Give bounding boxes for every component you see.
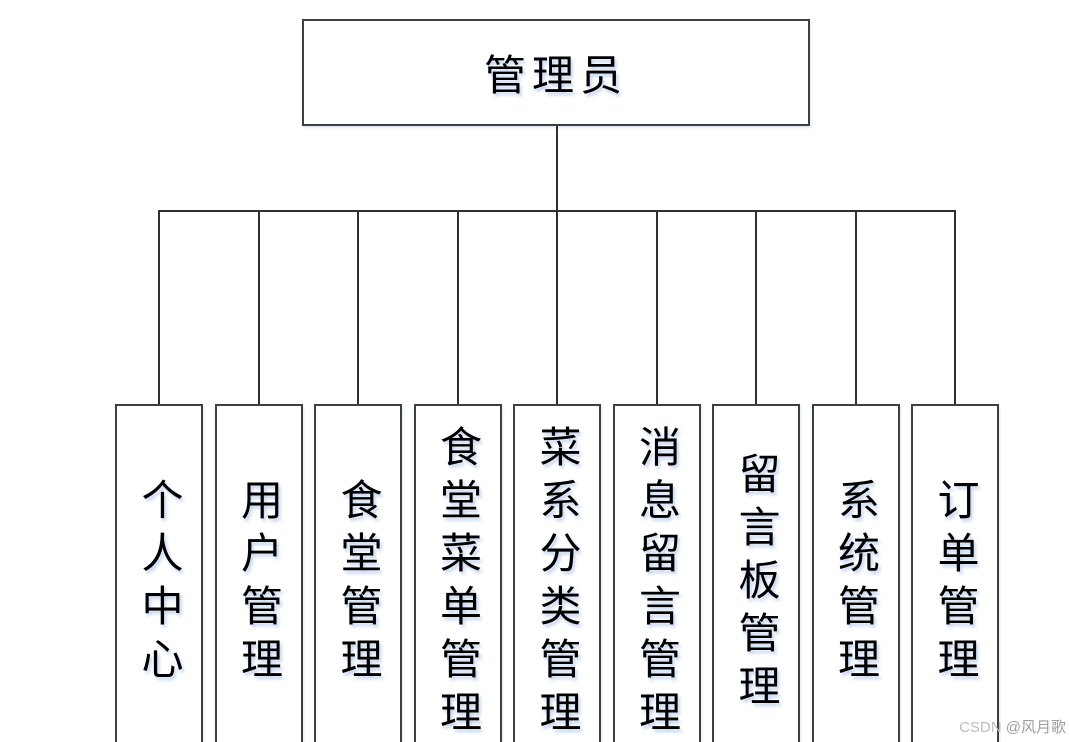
org-branch-message-board-management: 留言板管理	[712, 212, 800, 742]
org-node-label: 菜系分类管理	[534, 425, 581, 742]
org-node-label: 系统管理	[832, 478, 880, 690]
org-node-label: 个人中心	[136, 478, 183, 690]
org-node-label: 用户管理	[235, 478, 283, 690]
org-node-label: 消息留言管理	[633, 425, 681, 742]
org-branch-canteen-menu-management: 食堂菜单管理	[413, 212, 502, 742]
org-branch-order-management: 订单管理	[911, 212, 999, 742]
org-node-canteen-menu-management: 食堂菜单管理	[413, 404, 502, 742]
connector-drop-line	[755, 212, 757, 404]
connector-drop-line	[257, 212, 260, 404]
org-node-order-management: 订单管理	[911, 404, 999, 742]
connector-drop-line	[556, 212, 558, 404]
connector-drop-line	[456, 212, 459, 404]
org-branch-message-management: 消息留言管理	[612, 212, 701, 742]
connector-root-stem	[556, 126, 558, 211]
org-node-message-management: 消息留言管理	[612, 404, 701, 742]
org-node-admin-label: 管理员	[483, 52, 628, 99]
org-node-label: 订单管理	[932, 478, 979, 690]
csdn-watermark-handle: @风月歌	[1005, 719, 1066, 736]
org-branch-cuisine-category-management: 菜系分类管理	[513, 212, 601, 742]
connector-drop-line	[158, 212, 160, 404]
org-branch-canteen-management: 食堂管理	[314, 212, 402, 742]
org-node-personal-center: 个人中心	[115, 404, 203, 742]
org-branch-user-management: 用户管理	[214, 212, 303, 742]
org-node-user-management: 用户管理	[214, 404, 303, 742]
connector-drop-line	[854, 212, 857, 404]
org-node-cuisine-category-management: 菜系分类管理	[513, 404, 601, 742]
org-branch-system-management: 系统管理	[811, 212, 900, 742]
connector-horizontal-rail	[158, 210, 956, 212]
csdn-watermark: CSDN @风月歌	[959, 716, 1066, 737]
csdn-watermark-brand: CSDN	[959, 719, 1002, 736]
org-node-label: 食堂管理	[335, 478, 382, 690]
org-node-label: 食堂菜单管理	[434, 425, 482, 742]
org-node-admin: 管理员	[302, 19, 810, 126]
org-node-system-management: 系统管理	[811, 404, 900, 742]
connector-drop-line	[357, 212, 359, 404]
org-node-label: 留言板管理	[733, 451, 780, 717]
connector-drop-line	[954, 212, 956, 404]
org-node-canteen-management: 食堂管理	[314, 404, 402, 742]
org-branch-personal-center: 个人中心	[115, 212, 203, 742]
org-branches-row: 个人中心 用户管理 食堂管理 食堂菜单管理 菜系分类管理	[115, 212, 999, 742]
org-node-message-board-management: 留言板管理	[712, 404, 800, 742]
connector-drop-line	[655, 212, 658, 404]
